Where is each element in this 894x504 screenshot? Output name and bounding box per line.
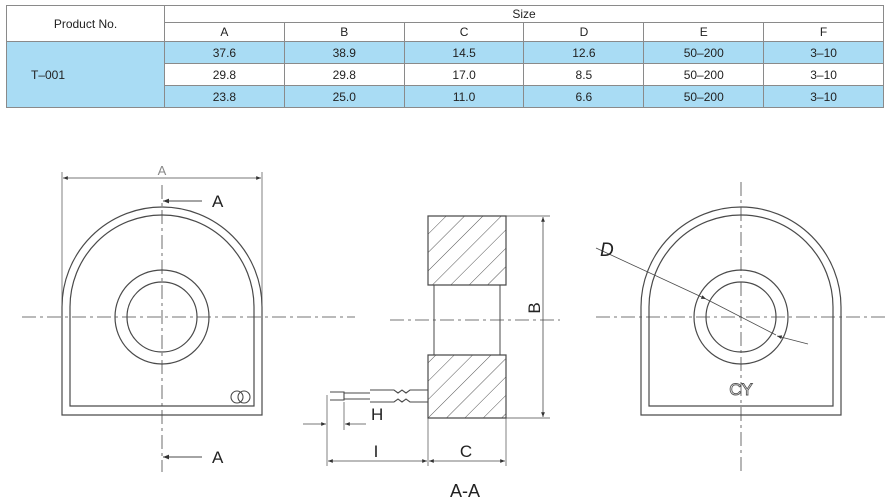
table-cell: 50–200 xyxy=(643,41,765,64)
section-mark-bottom: A xyxy=(212,448,224,467)
dim-d-arrow-outer xyxy=(776,335,809,345)
dim-b-label: B xyxy=(525,302,544,313)
section-bottom-hatch xyxy=(427,354,507,419)
product-number-header: Product No. xyxy=(6,5,165,42)
section-top-hatch xyxy=(427,215,507,286)
table-cell: 29.8 xyxy=(283,63,405,86)
back-view-outer-outline xyxy=(640,206,842,416)
dim-c-label: C xyxy=(460,442,472,461)
back-view xyxy=(595,182,888,472)
front-view-outer-outline xyxy=(61,206,263,416)
table-row: T–001 37.6 38.9 14.5 12.6 50–200 3–10 xyxy=(6,41,884,108)
table-cell: 17.0 xyxy=(403,63,525,86)
product-number-cell: T–001 xyxy=(6,41,165,108)
table-cell: 3–10 xyxy=(763,41,884,64)
infinity-logo xyxy=(230,390,251,404)
back-view-inner-outline xyxy=(648,214,834,407)
table-cell: 25.0 xyxy=(283,85,405,108)
dim-d-label: D xyxy=(600,240,614,261)
table-cell: 50–200 xyxy=(643,85,765,108)
table-cell: 11.0 xyxy=(403,85,525,108)
table-cell: 29.8 xyxy=(164,63,285,86)
dim-a-label: A xyxy=(158,163,167,178)
cy-marking: CY xyxy=(729,380,753,399)
table-cell: 50–200 xyxy=(643,63,765,86)
table-row: 29.8 29.8 17.0 8.5 50–200 3–10 xyxy=(7,63,884,86)
table-cell: 3–10 xyxy=(763,85,884,108)
table-cell: 23.8 xyxy=(164,85,285,108)
front-view xyxy=(22,172,355,472)
section-caption: A-A xyxy=(450,481,480,501)
spec-table: Product No. Size A B C D E F T–001 37.6 … xyxy=(6,5,884,108)
dim-h-label: H xyxy=(371,405,383,424)
lead-wire xyxy=(330,389,428,403)
table-cell: 14.5 xyxy=(403,41,525,64)
front-view-inner-outline xyxy=(69,214,255,407)
table-cell: 6.6 xyxy=(523,85,645,108)
table-row: 23.8 25.0 11.0 6.6 50–200 3–10 xyxy=(7,85,884,108)
side-view xyxy=(303,215,560,466)
section-mark-top: A xyxy=(212,192,224,211)
table-cell: 37.6 xyxy=(164,41,285,64)
table-cell: 38.9 xyxy=(283,41,405,64)
dim-i-label: I xyxy=(374,442,379,461)
dim-d-line xyxy=(595,247,707,300)
